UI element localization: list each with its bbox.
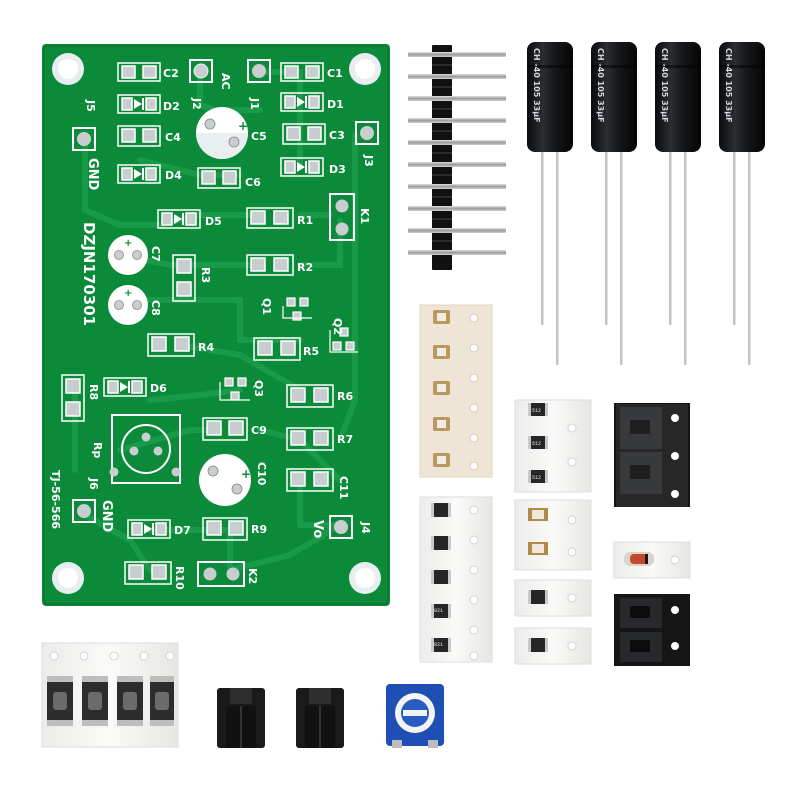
label-q3: Q3 bbox=[252, 380, 265, 397]
label-k2: K2 bbox=[246, 568, 259, 584]
resistor-marking: 821 bbox=[434, 642, 443, 648]
label-c1: C1 bbox=[327, 67, 343, 80]
smd-tape-white-resistors: 821 821 bbox=[419, 496, 493, 663]
silkscreen-labels: C2 AC C1 J2 J1 D2 D1 J5 C4 C5 C3 J3 GND … bbox=[49, 67, 375, 590]
resistor-marking: 512 bbox=[532, 441, 541, 447]
svg-text:+: + bbox=[124, 238, 132, 249]
label-vo: Vo bbox=[310, 520, 325, 538]
label-j3: J3 bbox=[362, 154, 375, 167]
through-hole-pads bbox=[72, 59, 379, 587]
label-k1: K1 bbox=[358, 208, 371, 224]
label-d7: D7 bbox=[174, 524, 191, 537]
label-r1: R1 bbox=[297, 214, 313, 227]
label-j5: J5 bbox=[84, 99, 97, 112]
capacitor-marking: CH -40 105 33μF bbox=[724, 48, 733, 123]
label-gnd-bottom: GND bbox=[99, 500, 114, 533]
label-c3: C3 bbox=[329, 129, 345, 142]
label-rp: Rp bbox=[91, 442, 104, 458]
board-model-label: DZJN170301 bbox=[80, 222, 98, 326]
smd-tape-diode bbox=[613, 541, 691, 579]
label-r3: R3 bbox=[199, 267, 212, 283]
label-r6: R6 bbox=[337, 390, 353, 403]
label-d5: D5 bbox=[205, 215, 222, 228]
jumper-cap bbox=[217, 688, 265, 748]
label-r5: R5 bbox=[303, 345, 319, 358]
label-d6: D6 bbox=[150, 382, 167, 395]
resistor-marking: 512 bbox=[532, 408, 541, 414]
diode-symbols bbox=[120, 96, 307, 535]
label-q2: Q2 bbox=[331, 318, 344, 335]
capacitor-marking: CH -40 105 33μF bbox=[532, 48, 541, 123]
label-r7: R7 bbox=[337, 433, 353, 446]
electrolytic-capacitor: CH -40 105 33μF bbox=[591, 42, 637, 365]
label-j6: J6 bbox=[87, 477, 100, 490]
smd-tape-white-single bbox=[514, 579, 592, 617]
svg-text:+: + bbox=[124, 288, 132, 299]
electrolytic-footprints: + + + + bbox=[108, 107, 251, 506]
label-d2: D2 bbox=[163, 100, 180, 113]
smd-footprints bbox=[61, 62, 334, 585]
label-c7: C7 bbox=[149, 246, 162, 262]
smd-tape-black-transistors-2 bbox=[614, 594, 690, 666]
label-r10: R10 bbox=[173, 566, 186, 590]
label-j1: J1 bbox=[248, 97, 261, 110]
label-r8: R8 bbox=[87, 384, 100, 400]
label-r4: R4 bbox=[198, 341, 214, 354]
electrolytic-capacitors: CH -40 105 33μF CH -40 105 33μF CH -40 1… bbox=[527, 42, 765, 365]
smd-tape-white-caps bbox=[514, 499, 592, 571]
smd-tape-white-512: 512 512 512 bbox=[514, 399, 592, 493]
electrolytic-capacitor: CH -40 105 33μF bbox=[719, 42, 765, 365]
trimmer-footprint bbox=[109, 414, 181, 484]
label-c10: C10 bbox=[255, 462, 268, 486]
header-pins bbox=[408, 52, 506, 255]
label-c11: C11 bbox=[337, 476, 350, 499]
pin-header-body bbox=[432, 45, 452, 270]
label-r2: R2 bbox=[297, 261, 313, 274]
label-c6: C6 bbox=[245, 176, 261, 189]
resistor-marking: 821 bbox=[434, 608, 443, 614]
smd-tape-beige bbox=[419, 304, 493, 478]
pcb-board: + + + + C2 AC C1 bbox=[42, 44, 390, 606]
board-code-label: TJ-56-566 bbox=[49, 470, 62, 529]
label-c2: C2 bbox=[163, 67, 179, 80]
label-c4: C4 bbox=[165, 131, 181, 144]
label-c5: C5 bbox=[251, 130, 267, 143]
trimpot-marking: 102 bbox=[407, 694, 419, 701]
label-j4: J4 bbox=[359, 521, 372, 534]
label-ac: AC bbox=[219, 73, 232, 90]
smd-tape-white-single bbox=[514, 627, 592, 665]
label-d3: D3 bbox=[329, 163, 346, 176]
svg-text:+: + bbox=[238, 119, 248, 133]
smd-tape-black-transistors bbox=[614, 403, 690, 507]
label-r9: R9 bbox=[251, 523, 267, 536]
electrolytic-capacitor: CH -40 105 33μF bbox=[655, 42, 701, 365]
electrolytic-capacitor: CH -40 105 33μF bbox=[527, 42, 573, 365]
trimmer-potentiometer: 102 bbox=[386, 684, 444, 748]
label-d1: D1 bbox=[327, 98, 344, 111]
svg-text:+: + bbox=[241, 467, 251, 481]
label-gnd-top: GND bbox=[85, 158, 100, 191]
label-q1: Q1 bbox=[260, 298, 273, 315]
resistor-marking: 512 bbox=[532, 475, 541, 481]
label-j2: J2 bbox=[190, 97, 203, 110]
pin-header bbox=[408, 45, 506, 270]
capacitor-marking: CH -40 105 33μF bbox=[596, 48, 605, 123]
jumper-cap bbox=[296, 688, 344, 748]
transistor-footprints bbox=[219, 297, 358, 401]
label-c8: C8 bbox=[149, 300, 162, 316]
label-d4: D4 bbox=[165, 169, 182, 182]
label-c9: C9 bbox=[251, 424, 267, 437]
capacitor-marking: CH -40 105 33μF bbox=[660, 48, 669, 123]
smd-tape-switches bbox=[41, 642, 179, 748]
mounting-holes bbox=[52, 53, 381, 594]
